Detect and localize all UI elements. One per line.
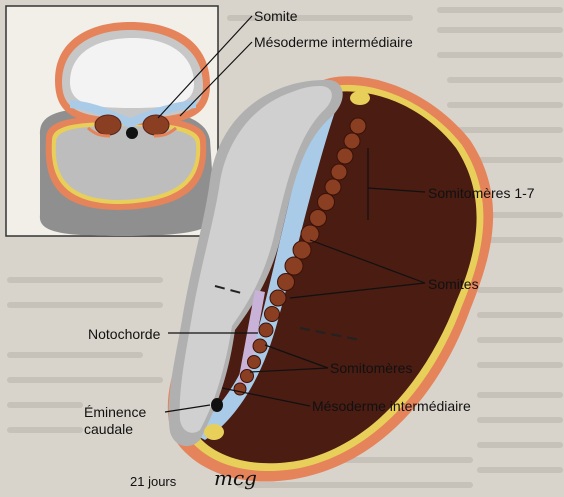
label-eminence-line1: Éminence (84, 404, 146, 420)
caudal-eminence (211, 398, 223, 412)
label-somitomeres: Somitomères (330, 360, 412, 376)
cross-section-inset (6, 6, 218, 236)
label-eminence-line2: caudale (84, 421, 133, 437)
label-mesoderme-intermediaire-bottom: Mésoderme intermédiaire (312, 398, 471, 414)
section-somite-left (95, 115, 121, 135)
tail-yellow-spot (204, 424, 224, 440)
head-yellow-spot (350, 91, 370, 105)
section-notochord (126, 127, 138, 139)
label-somitomeres-1-7: Somitomères 1-7 (428, 185, 535, 201)
section-somite-right (143, 115, 169, 135)
label-age: 21 jours (130, 474, 176, 490)
label-somite: Somite (254, 8, 298, 24)
label-notochorde: Notochorde (88, 326, 160, 342)
artist-signature: mcg (214, 470, 257, 486)
label-somites: Somites (428, 276, 479, 292)
label-mesoderme-intermediaire-top: Mésoderme intermédiaire (254, 34, 413, 50)
